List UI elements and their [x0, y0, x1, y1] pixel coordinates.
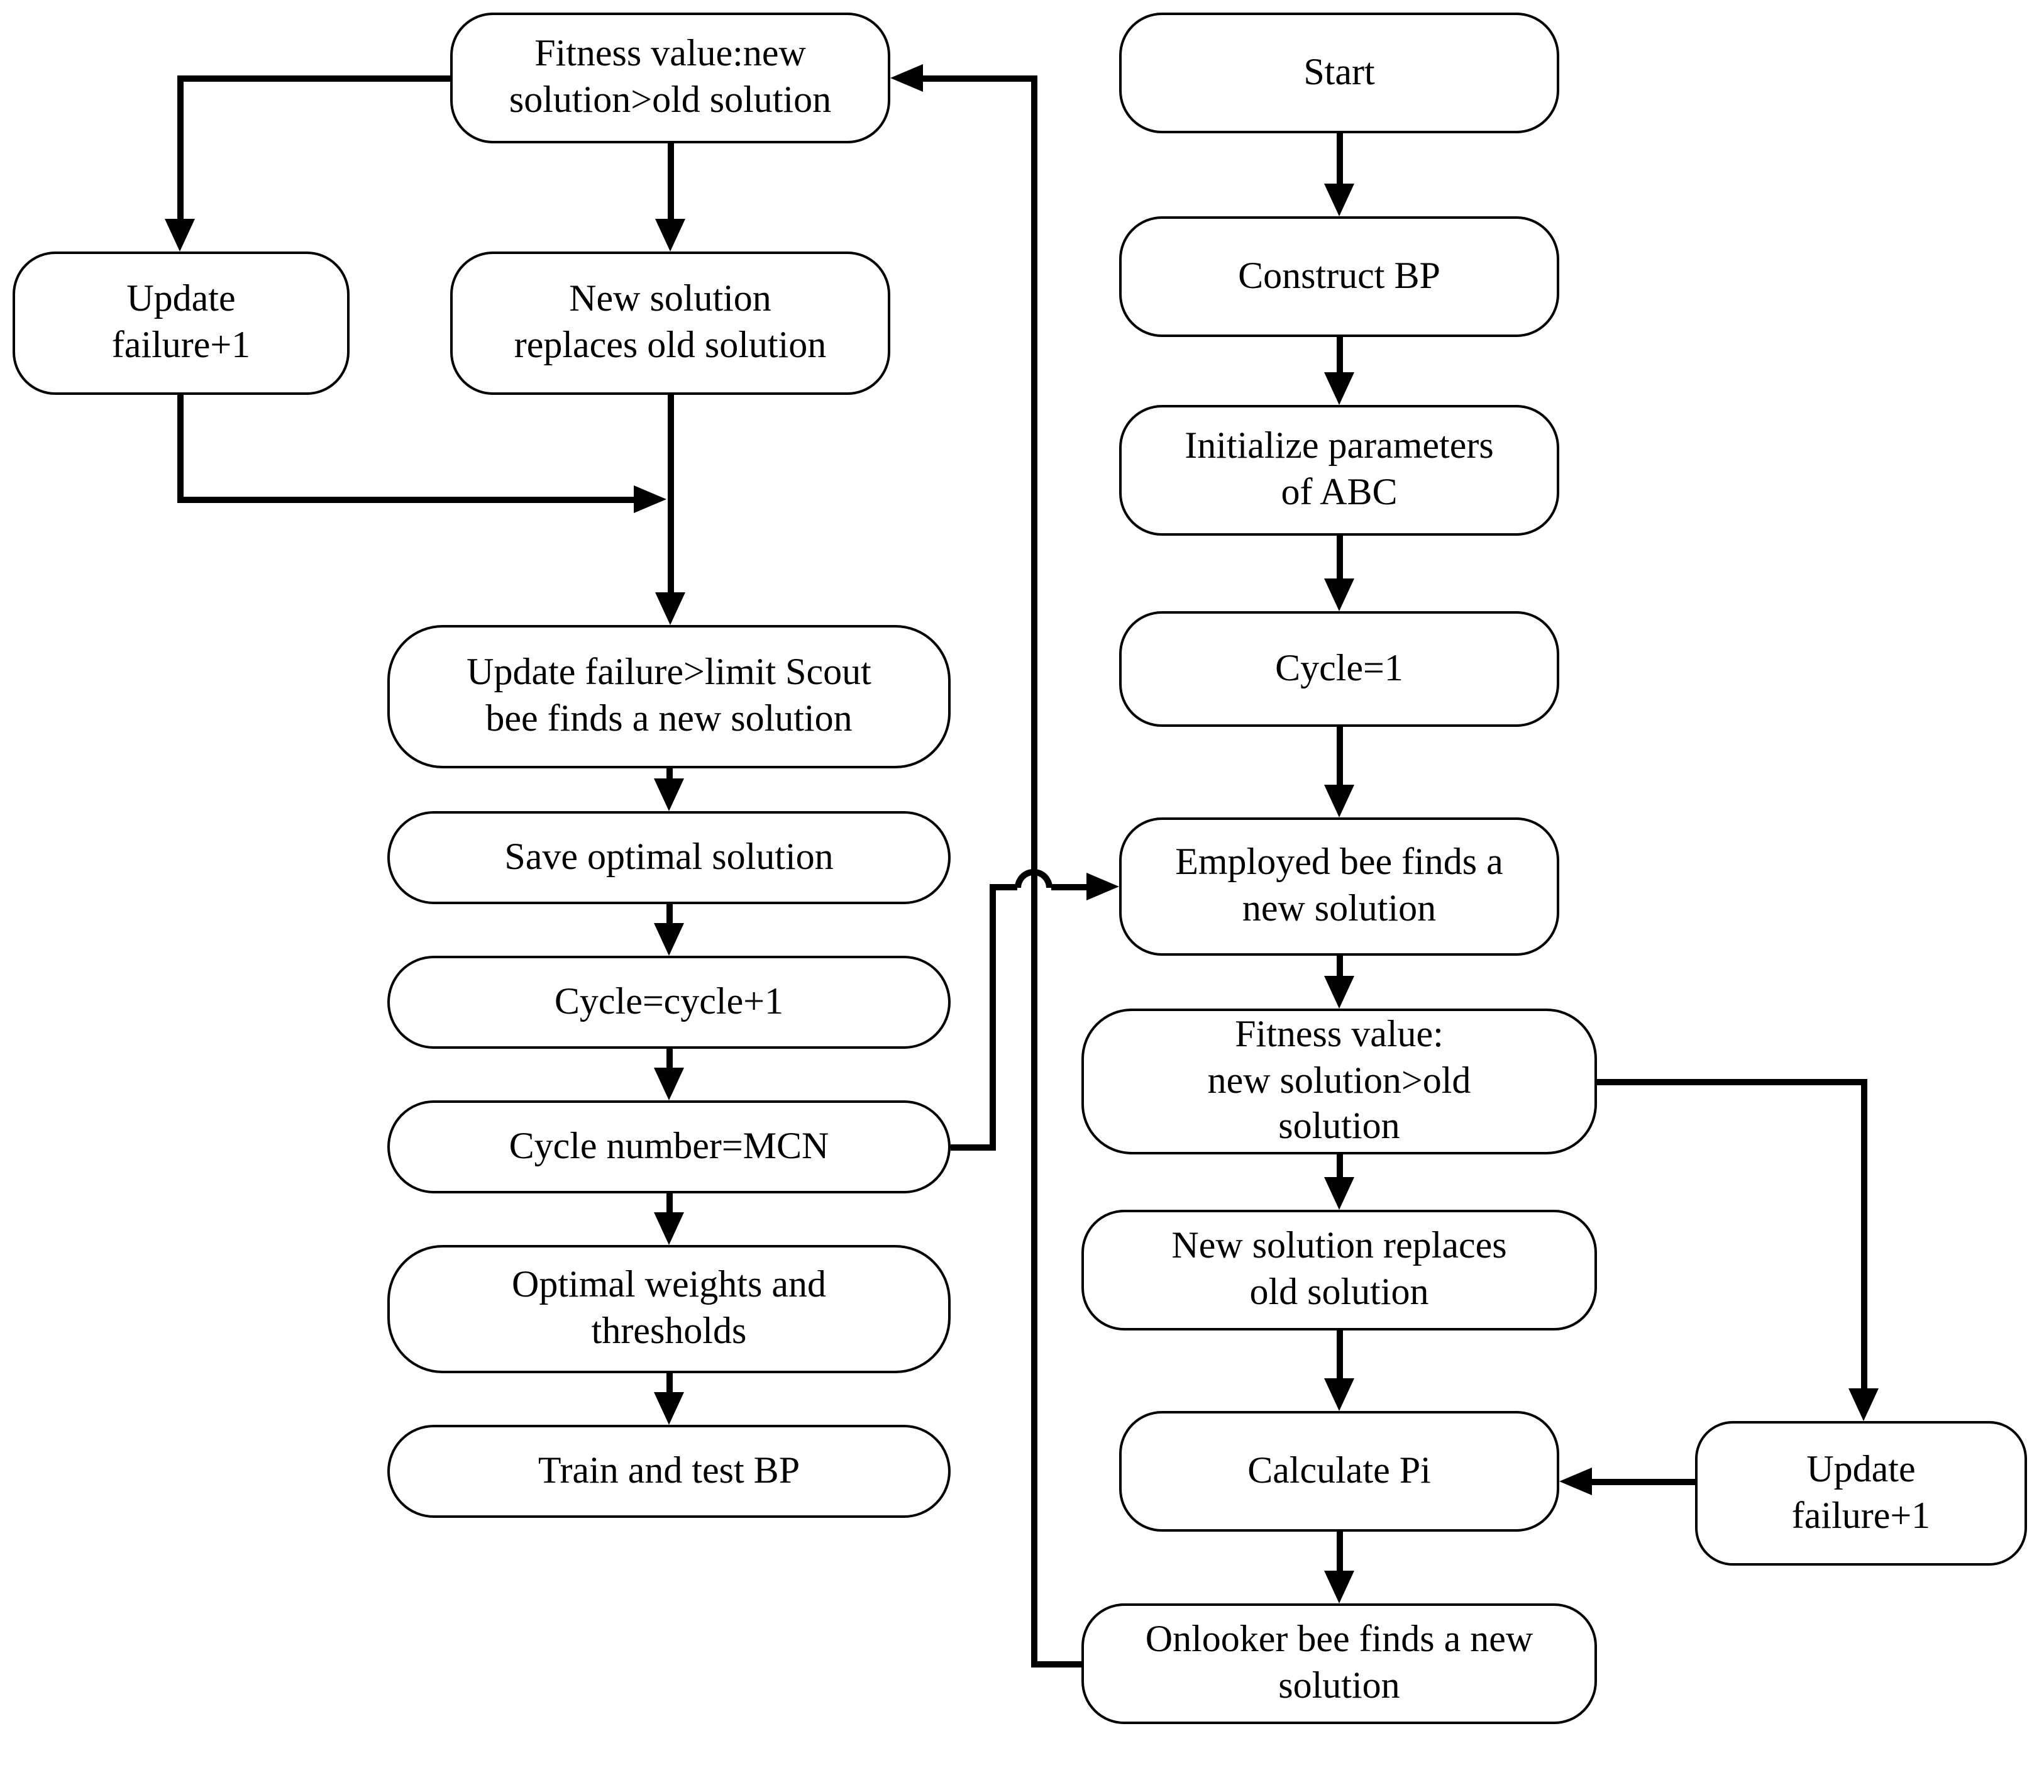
node-train-test-bp: Train and test BP [387, 1425, 951, 1518]
arrowhead-into-construct [1324, 184, 1354, 216]
node-initialize-abc-parameters: Initialize parameters of ABC [1119, 405, 1559, 536]
line-crossover-bump [1015, 869, 1052, 888]
node-save-optimal-solution: Save optimal solution [387, 811, 951, 904]
node-start: Start [1119, 13, 1559, 133]
connector-mcn-exit-right [951, 1144, 995, 1150]
connector-cycle-inc-to-mcn [666, 1049, 672, 1070]
arrowhead-into-save [654, 778, 684, 811]
arrowhead-into-scout [655, 592, 685, 625]
connector-newsol-right-to-calc-pi [1336, 1330, 1342, 1381]
arrowhead-merge-right [634, 485, 666, 513]
connector-fitness-top-to-newsol-left-line [667, 143, 673, 221]
connector-scout-to-save [666, 768, 672, 781]
connector-mcn-to-employed-h2 [1051, 883, 1089, 890]
arrowhead-into-init-abc [1324, 372, 1354, 405]
arrowhead-into-cycle1 [1324, 578, 1354, 611]
node-scout-bee: Update failure>limit Scout bee finds a n… [387, 625, 951, 768]
connector-calc-pi-to-onlooker [1336, 1532, 1342, 1573]
node-onlooker-bee: Onlooker bee finds a new solution [1081, 1603, 1597, 1724]
connector-newsol-left-to-scout [667, 395, 673, 596]
arrowhead-into-train [654, 1392, 684, 1425]
arrowhead-into-fitness-right [1324, 976, 1354, 1009]
arrowhead-into-fitness-top [890, 64, 923, 92]
connector-cycle1-to-employed [1336, 727, 1342, 787]
connector-mcn-to-optimal [666, 1193, 672, 1215]
connector-start-to-construct [1336, 133, 1342, 186]
arrowhead-into-newsol-right [1324, 1177, 1354, 1210]
node-cycle-increment: Cycle=cycle+1 [387, 956, 951, 1049]
arrowhead-into-calc-pi-right [1559, 1468, 1592, 1495]
node-fitness-value-top: Fitness value:new solution>old solution [450, 13, 890, 143]
arrowhead-into-mcn [654, 1068, 684, 1100]
arrowhead-into-update-left [165, 219, 195, 252]
arrowhead-into-onlooker [1324, 1571, 1354, 1603]
connector-onlooker-to-fitness-top-h [920, 75, 1034, 81]
connector-onlooker-exit-left [1034, 1661, 1084, 1667]
node-cycle-equals-1: Cycle=1 [1119, 611, 1559, 727]
connector-optimal-to-train [666, 1373, 672, 1395]
connector-update-left-down [177, 395, 183, 502]
connector-mcn-up [989, 883, 995, 1150]
connector-fitness-right-down [1860, 1078, 1867, 1390]
node-update-failure-right: Update failure+1 [1695, 1421, 2027, 1566]
node-optimal-weights-thresholds: Optimal weights and thresholds [387, 1245, 951, 1373]
node-new-solution-replaces-left: New solution replaces old solution [450, 252, 890, 395]
connector-fitness-right-exit-h [1597, 1078, 1866, 1085]
arrowhead-into-newsol-left [655, 219, 685, 252]
arrowhead-into-calc-pi [1324, 1378, 1354, 1411]
node-update-failure-left: Update failure+1 [13, 252, 350, 395]
arrowhead-into-update-right [1848, 1388, 1879, 1421]
connector-update-right-to-calc-pi-h [1589, 1478, 1695, 1485]
node-calculate-pi: Calculate Pi [1119, 1411, 1559, 1532]
node-cycle-number-mcn: Cycle number=MCN [387, 1100, 951, 1193]
connector-update-left-merge-h [177, 496, 633, 502]
node-employed-bee: Employed bee finds a new solution [1119, 817, 1559, 956]
connector-fitness-top-to-update-left-h [180, 75, 450, 81]
arrowhead-into-employed-left [1086, 873, 1119, 900]
arrowhead-into-cycle-inc [654, 923, 684, 956]
connector-mcn-to-employed-h1 [989, 883, 1017, 890]
node-fitness-value-right: Fitness value: new solution>old solution [1081, 1009, 1597, 1154]
connector-employed-to-fitness-right [1336, 956, 1342, 978]
node-new-solution-replaces-right: New solution replaces old solution [1081, 1210, 1597, 1330]
connector-fitness-top-to-update-left-v [177, 75, 183, 221]
connector-fitness-right-to-newsol-right [1336, 1154, 1342, 1180]
arrowhead-into-employed [1324, 785, 1354, 817]
arrowhead-into-optimal [654, 1212, 684, 1245]
node-construct-bp: Construct BP [1119, 216, 1559, 337]
connector-save-to-cycle-inc [666, 904, 672, 926]
connector-construct-to-init-abc [1336, 337, 1342, 375]
connector-init-abc-to-cycle1 [1336, 536, 1342, 581]
